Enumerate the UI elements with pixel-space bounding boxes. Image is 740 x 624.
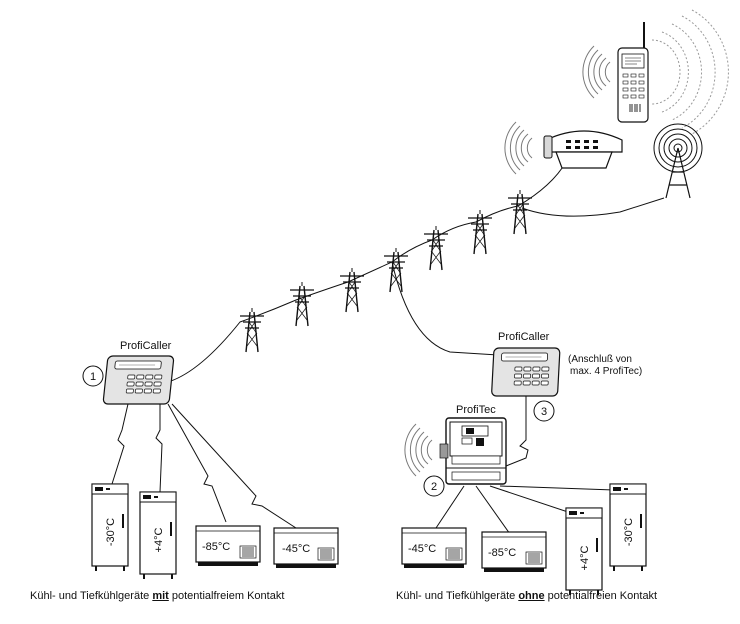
proficaller-left: ProfiCaller 1 xyxy=(82,340,175,405)
radio-mast-icon xyxy=(653,123,703,199)
left-caption-post: potentialfreiem Kontakt xyxy=(168,590,285,602)
left-unit-1: -30°C xyxy=(91,483,129,572)
profitec-label: ProfiTec xyxy=(456,404,496,416)
right-unit-2-temp: -85°C xyxy=(488,547,516,559)
caller-profitec-cable xyxy=(505,396,529,467)
right-unit-1-temp: -45°C xyxy=(408,543,436,555)
left-caption-pre: Kühl- und Tiefkühlgeräte xyxy=(30,590,153,602)
power-line xyxy=(167,155,665,383)
anschluss-note-line2: max. 4 ProfiTec) xyxy=(570,366,642,377)
right-caption-pre: Kühl- und Tiefkühlgeräte xyxy=(396,590,519,602)
proficaller-left-label: ProfiCaller xyxy=(120,340,172,352)
badge-2 xyxy=(423,475,445,497)
proficaller-right: ProfiCaller (Anschluß von max. 4 ProfiTe… xyxy=(490,331,642,422)
right-unit-3: +4°C xyxy=(565,507,603,596)
badge-3 xyxy=(533,400,555,422)
left-unit-4: -45°C xyxy=(273,527,339,569)
badge-2-label: 2 xyxy=(431,481,437,493)
tower-icon xyxy=(467,209,493,255)
left-unit-2-temp: +4°C xyxy=(153,528,165,553)
left-unit-3-temp: -85°C xyxy=(202,541,230,553)
tower-icon xyxy=(289,281,315,327)
left-unit-1-temp: -30°C xyxy=(105,518,117,546)
right-wiring xyxy=(435,485,615,535)
right-unit-1: -45°C xyxy=(401,527,467,569)
tower-icon xyxy=(507,189,533,235)
profitec: ProfiTec 2 xyxy=(404,404,507,497)
proficaller-right-label: ProfiCaller xyxy=(498,331,550,343)
left-appliances: -30°C +4°C -85°C -45°C xyxy=(91,483,339,580)
right-appliances: -45°C -85°C +4°C -30°C xyxy=(401,483,647,596)
right-caption-emph: ohne xyxy=(518,590,545,602)
right-unit-4: -30°C xyxy=(609,483,647,572)
right-caption: Kühl- und Tiefkühlgeräte ohne potentialf… xyxy=(396,590,657,602)
tower-icon xyxy=(339,267,365,313)
right-unit-4-temp: -30°C xyxy=(623,518,635,546)
left-unit-2: +4°C xyxy=(139,491,177,580)
right-caption-post: potentialfreien Kontakt xyxy=(544,590,658,602)
badge-3-label: 3 xyxy=(541,406,547,418)
badge-1-label: 1 xyxy=(90,371,96,383)
transmission-towers xyxy=(239,189,533,353)
right-unit-2: -85°C xyxy=(481,531,547,573)
left-unit-3: -85°C xyxy=(195,525,261,567)
anschluss-note-line1: (Anschluß von xyxy=(568,354,632,365)
left-caption-emph: mit xyxy=(152,590,169,602)
left-caption: Kühl- und Tiefkühlgeräte mit potentialfr… xyxy=(30,590,284,602)
right-unit-3-temp: +4°C xyxy=(579,546,591,571)
telephone-icon xyxy=(504,121,623,175)
left-wiring xyxy=(111,403,297,529)
tower-icon xyxy=(383,247,409,293)
badge-1 xyxy=(82,365,104,387)
mobile-phone-icon xyxy=(582,9,729,135)
left-unit-4-temp: -45°C xyxy=(282,543,310,555)
